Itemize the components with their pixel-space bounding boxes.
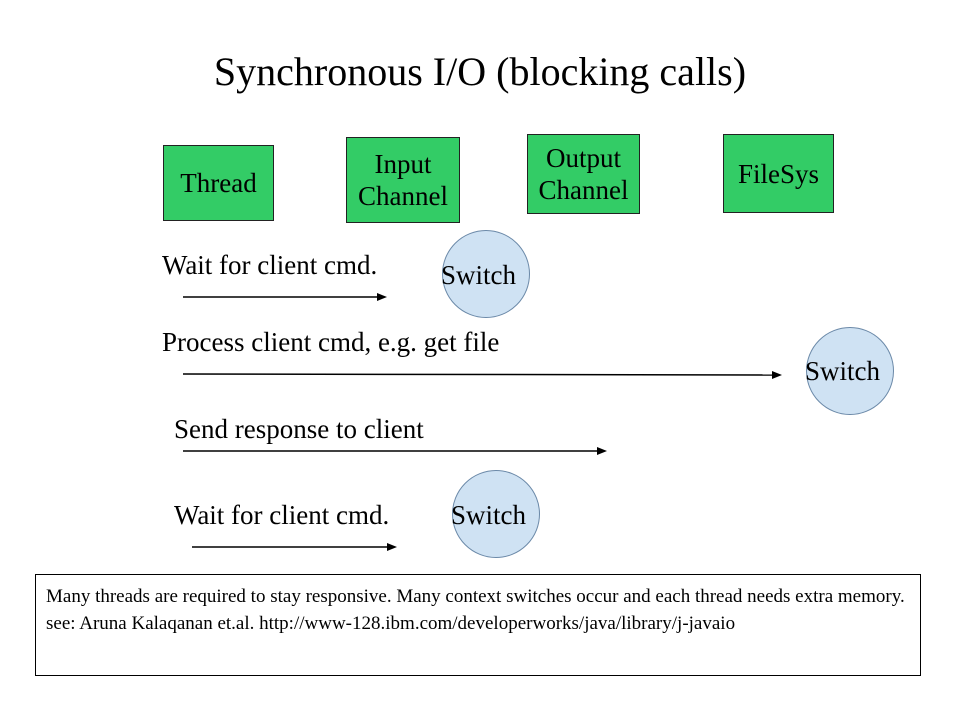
filesys-box: FileSys (723, 134, 834, 213)
switch-label-1: Switch (441, 260, 517, 290)
output-channel-box: Output Channel (527, 134, 640, 214)
step-process-label: Process client cmd, e.g. get file (162, 327, 500, 357)
step-wait-label-2: Wait for client cmd. (174, 500, 390, 530)
switch-label-2: Switch (805, 356, 881, 386)
step-wait-label-1: Wait for client cmd. (162, 250, 378, 280)
switch-circle-2 (806, 327, 894, 415)
note-box: Many threads are required to stay respon… (35, 574, 921, 676)
switch-circle-3 (452, 470, 540, 558)
slide-title: Synchronous I/O (blocking calls) (213, 49, 747, 94)
arrow-wait-2 (192, 543, 397, 551)
arrow-wait-1 (183, 293, 387, 301)
arrow-process (182, 371, 782, 379)
arrow-send (183, 447, 607, 455)
switch-label-3: Switch (451, 500, 527, 530)
thread-box: Thread (163, 145, 274, 221)
step-send-label: Send response to client (174, 414, 424, 444)
switch-circle-1 (442, 230, 530, 318)
input-channel-box: Input Channel (346, 137, 460, 223)
